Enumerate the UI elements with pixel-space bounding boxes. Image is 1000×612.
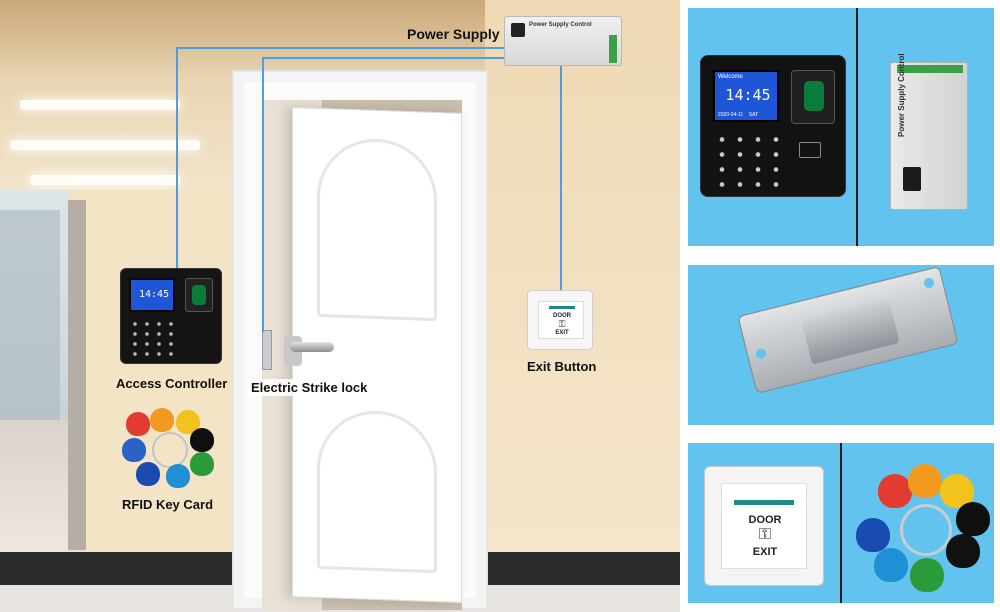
door-panel-upper: [317, 136, 437, 322]
rfid-tag-black: [190, 428, 214, 452]
door-panel-lower: [317, 408, 437, 574]
strike-body: [801, 298, 900, 365]
exit-button-label: Exit Button: [527, 359, 597, 374]
exit-door-text: DOOR: [553, 313, 571, 319]
keypad: [129, 319, 179, 359]
wire: [262, 57, 506, 59]
wire: [176, 47, 506, 49]
key-ring: [900, 504, 952, 556]
exit-indicator-bar: [734, 500, 794, 505]
panel-divider: [840, 443, 842, 603]
exit-button-device: DOOR ⚿ EXIT: [527, 290, 593, 350]
key-ring: [152, 432, 188, 468]
rfid-tag-blue: [856, 518, 890, 552]
wall-right: [485, 0, 680, 560]
exit-button-product: DOOR ⚿ EXIT: [704, 466, 824, 586]
terminal-block: [609, 35, 617, 63]
screw-hole: [922, 276, 936, 290]
brand-logo-icon: [903, 167, 921, 191]
controller-screen-large: Welcome 14:45 2020-04-11 SAT: [713, 70, 779, 122]
fingerprint-sensor-icon: [791, 70, 835, 124]
rfid-tag-green: [910, 558, 944, 592]
installation-scene: Power Supply Control Power Supply 14:45 …: [0, 0, 680, 612]
exit-exit-text-large: EXIT: [752, 546, 778, 558]
wire: [560, 66, 562, 290]
controller-screen: 14:45: [129, 278, 175, 312]
rfid-tag-lightblue: [874, 548, 908, 582]
power-supply-unit: Power Supply Control: [504, 16, 622, 66]
rfid-tag-red: [878, 474, 912, 508]
power-supply-label: Power Supply: [407, 26, 500, 42]
terminal-block: [897, 65, 963, 73]
access-controller-device: 14:45: [120, 268, 222, 364]
rfid-tag-orange: [150, 408, 174, 432]
access-controller-product: Welcome 14:45 2020-04-11 SAT: [700, 55, 846, 197]
controller-time: 14:45: [138, 289, 170, 300]
exit-indicator-bar: [549, 306, 575, 309]
fingerprint-sensor-icon: [185, 278, 213, 312]
rfid-tag-red: [126, 412, 150, 436]
panel-divider: [856, 8, 858, 246]
rfid-tag-green: [190, 452, 214, 476]
ceiling-light: [10, 140, 200, 150]
strike-lock-plate: [262, 330, 272, 370]
rfid-key-cards: [122, 408, 218, 488]
rfid-tag-black-2: [946, 534, 980, 568]
ceiling-light: [20, 100, 180, 110]
screw-hole: [755, 347, 768, 360]
power-supply-product: Power Supply Control: [890, 53, 968, 210]
controller-day: SAT: [748, 112, 759, 118]
rfid-key-card-label: RFID Key Card: [122, 497, 214, 512]
wire: [176, 47, 178, 269]
key-icon: ⚿: [558, 319, 566, 329]
card-reader-icon: [799, 142, 821, 158]
ceiling-light: [30, 175, 180, 185]
exit-exit-text: EXIT: [555, 330, 569, 336]
keypad-large: [713, 132, 785, 192]
controller-date: 2020-04-11 SAT: [718, 112, 758, 118]
rfid-tag-black: [956, 502, 990, 536]
key-icon: ⚿: [758, 526, 772, 543]
rfid-tag-orange: [908, 464, 942, 498]
psu-title: Power Supply Control: [529, 22, 592, 28]
pillar: [68, 200, 86, 550]
access-controller-label: Access Controller: [116, 376, 228, 391]
door-handle: [290, 342, 334, 352]
psu-title-large: Power Supply Control: [897, 53, 906, 137]
rfid-tag-darkblue: [136, 462, 160, 486]
exit-door-text-large: DOOR: [748, 514, 782, 526]
rfid-key-cards-product: [850, 462, 998, 602]
wire: [262, 57, 264, 332]
controller-welcome-text: Welcome: [718, 74, 743, 80]
rfid-tag-lightblue: [166, 464, 190, 488]
door-leaf: [292, 107, 462, 603]
rfid-tag-blue: [122, 438, 146, 462]
electric-strike-lock-label: Electric Strike lock: [248, 379, 371, 396]
controller-time-large: 14:45: [725, 86, 771, 104]
controller-date-value: 2020-04-11: [718, 112, 744, 118]
brand-logo-icon: [511, 23, 525, 37]
